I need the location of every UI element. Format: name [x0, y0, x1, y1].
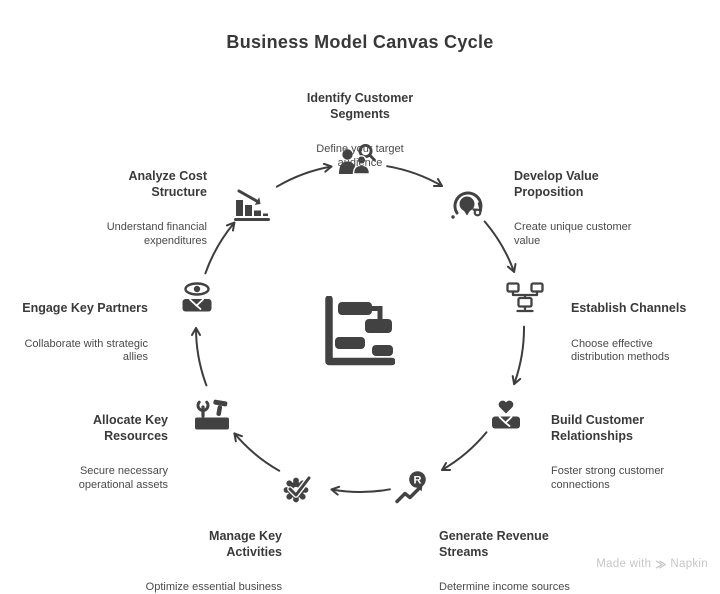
node-title: Build Customer Relationships [551, 413, 645, 443]
gantt-chart-icon [323, 295, 396, 375]
node-engage-key-partners: Engage Key Partners Collaborate with str… [0, 283, 148, 383]
customer-search-icon [336, 143, 380, 179]
cycle-arrow [330, 485, 391, 496]
node-description: Foster strong customer connections [551, 465, 665, 491]
node-title: Analyze Cost Structure [128, 169, 208, 199]
toolbox-icon [190, 397, 234, 431]
svg-text:R: R [414, 475, 422, 487]
node-title: Develop Value Proposition [514, 169, 599, 199]
gear-check-icon [280, 466, 324, 506]
heart-handshake-icon [489, 397, 523, 431]
cycle-arrow [483, 220, 517, 273]
node-generate-revenue-streams: Generate Revenue Streams Determine incom… [439, 511, 615, 594]
node-description: Choose effective distribution methods [571, 337, 670, 364]
page-title: Business Model Canvas Cycle [226, 32, 494, 52]
node-description: Create unique customer value [514, 221, 632, 247]
node-description: Collaborate with strategic allies [24, 337, 148, 364]
cycle-arrow [191, 327, 208, 387]
node-establish-channels: Establish Channels Choose effective dist… [571, 283, 717, 383]
cycle-arrow [204, 221, 236, 275]
node-title: Establish Channels [571, 301, 687, 315]
node-description: Understand financial expenditures [106, 221, 207, 247]
node-build-customer-relationships: Build Customer Relationships Foster stro… [551, 395, 717, 511]
node-title: Manage Key Activities [209, 529, 282, 559]
node-description: Define your target audience [316, 143, 404, 169]
eye-handshake-icon [180, 280, 214, 316]
watermark-prefix: Made with [596, 558, 652, 570]
revenue-trend-icon: R [394, 469, 434, 505]
napkin-logo-icon [655, 559, 667, 570]
node-title: Identify Customer Segments [306, 91, 414, 121]
cycle-arrow [233, 432, 281, 472]
watermark: Made with Napkin [596, 558, 708, 570]
node-analyze-cost-structure: Analyze Cost Structure Understand financ… [55, 151, 207, 267]
cycle-arrow [275, 162, 333, 188]
node-title: Allocate Key Resources [92, 413, 168, 443]
watermark-brand: Napkin [670, 558, 708, 570]
cycle-arrow [386, 165, 443, 187]
node-description: Secure necessary operational assets [78, 465, 168, 491]
declining-bars-icon [231, 186, 273, 222]
node-description: Optimize essential business processes [145, 581, 282, 593]
node-title: Engage Key Partners [22, 301, 148, 315]
cycle-arrow [511, 325, 526, 386]
cycle-arrow [441, 431, 488, 471]
node-title: Generate Revenue Streams [439, 529, 549, 559]
lightbulb-cycle-icon [446, 184, 490, 226]
node-description: Determine income sources [439, 581, 570, 593]
node-allocate-key-resources: Allocate Key Resources Secure necessary … [8, 395, 168, 511]
distribution-network-icon [505, 281, 545, 315]
node-develop-value-proposition: Develop Value Proposition Create unique … [514, 151, 666, 267]
node-manage-key-activities: Manage Key Activities Optimize essential… [106, 511, 282, 594]
node-identify-customer-segments: Identify Customer Segments Define your t… [260, 73, 460, 189]
